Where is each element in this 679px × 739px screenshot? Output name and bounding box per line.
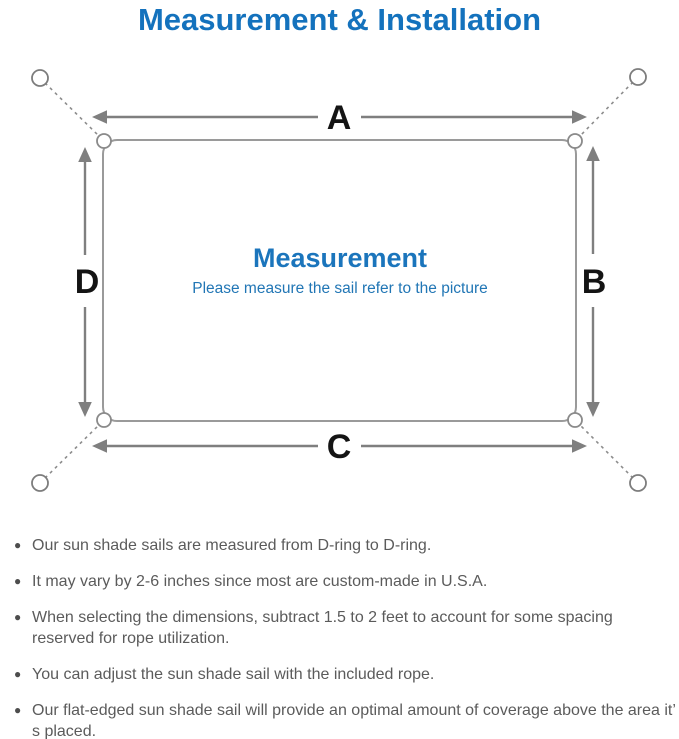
bullet-icon: ●	[14, 538, 22, 552]
arrow-a-left-head	[92, 110, 107, 124]
d-ring-icon	[96, 412, 112, 428]
diagram-center-title: Measurement	[253, 243, 427, 273]
rope-top-left	[39, 77, 104, 141]
note-item: ● You can adjust the sun shade sail with …	[14, 664, 679, 685]
sail-corner-d-rings	[96, 133, 583, 428]
arrow-d-down-head	[78, 402, 92, 417]
anchor-ring-icon	[31, 474, 49, 492]
bullet-icon: ●	[14, 667, 22, 681]
note-text: You can adjust the sun shade sail with t…	[32, 666, 435, 683]
notes-list: ● Our sun shade sails are measured from D…	[0, 535, 679, 739]
dimension-arrows	[78, 110, 600, 453]
bullet-icon: ●	[14, 574, 22, 588]
anchor-rings	[31, 68, 647, 492]
anchor-ring-icon	[629, 68, 647, 86]
dim-label-d: D	[75, 263, 100, 301]
dim-label-c: C	[327, 428, 352, 466]
rope-bottom-right	[575, 420, 639, 484]
sail-outline	[102, 139, 577, 422]
arrow-b-down-head	[586, 402, 600, 417]
note-text: Our flat-edged sun shade sail will provi…	[32, 702, 676, 739]
measurement-diagram: A B C D Measurement Please measure the s…	[31, 68, 647, 492]
note-item: ● Our sun shade sails are measured from D…	[14, 535, 679, 556]
bullet-icon: ●	[14, 703, 22, 717]
note-text: When selecting the dimensions, subtract …	[32, 609, 613, 647]
arrow-d-up-head	[78, 147, 92, 162]
d-ring-icon	[567, 412, 583, 428]
anchor-ring-icon	[629, 474, 647, 492]
arrow-c-right-head	[572, 439, 587, 453]
d-ring-icon	[567, 133, 583, 149]
arrow-b-up-head	[586, 146, 600, 161]
arrow-c-left-head	[92, 439, 107, 453]
diagram-center-subtitle: Please measure the sail refer to the pic…	[192, 280, 488, 297]
bullet-icon: ●	[14, 610, 22, 624]
rope-top-right	[575, 76, 639, 141]
rope-bottom-left	[39, 420, 104, 484]
note-item: ● It may vary by 2-6 inches since most ar…	[14, 571, 679, 592]
anchor-ring-icon	[31, 69, 49, 87]
note-text: Our sun shade sails are measured from D-…	[32, 537, 432, 554]
dim-label-b: B	[582, 263, 607, 301]
note-text: It may vary by 2-6 inches since most are…	[32, 573, 488, 590]
rope-dashed-lines	[39, 76, 639, 484]
d-ring-icon	[96, 133, 112, 149]
note-item: ● When selecting the dimensions, subtract…	[14, 607, 679, 649]
note-item: ● Our flat-edged sun shade sail will prov…	[14, 700, 679, 739]
arrow-a-right-head	[572, 110, 587, 124]
page-title: Measurement & Installation	[137, 2, 542, 37]
dim-label-a: A	[327, 99, 352, 137]
